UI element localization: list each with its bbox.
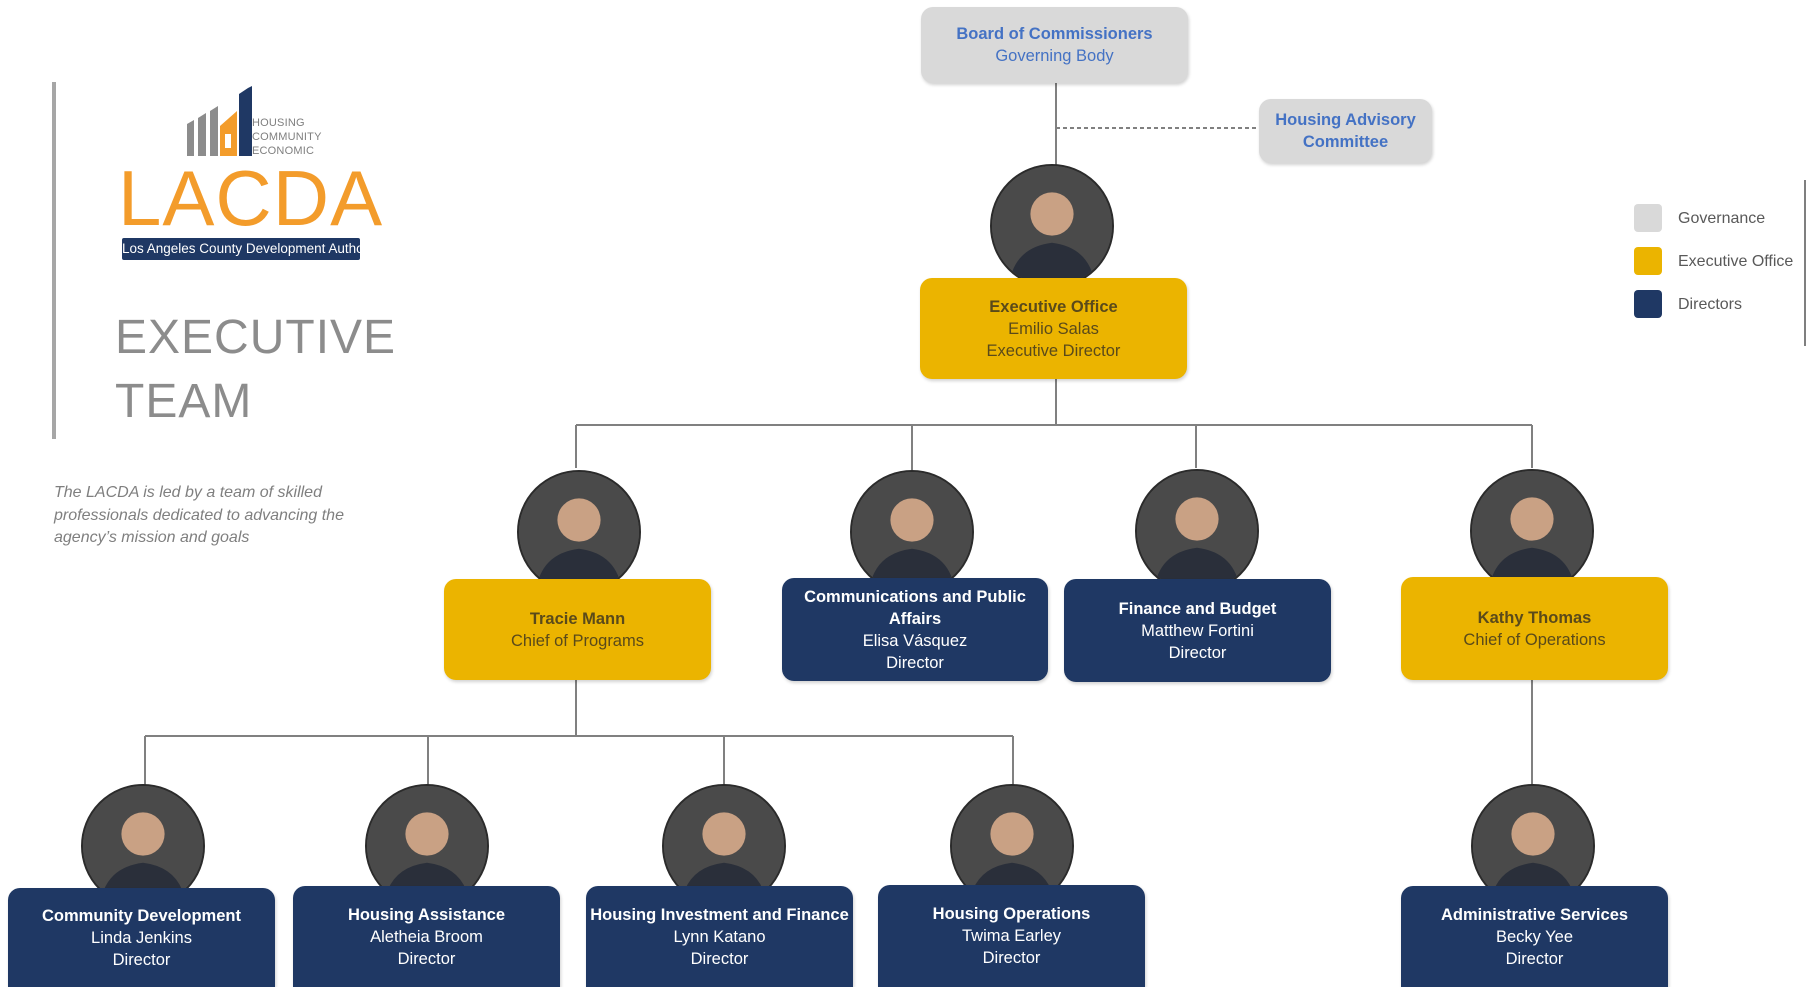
box-role: Director [1505, 949, 1564, 968]
logo-subtitle: HOUSING COMMUNITY ECONOMIC [252, 116, 322, 158]
finance-and-budget-box: Finance and Budget Matthew Fortini Direc… [1064, 579, 1331, 682]
box-name: Kathy Thomas [1477, 608, 1592, 627]
box-title: Communications and Public [804, 587, 1026, 606]
portrait-silhouette-icon [1472, 471, 1592, 591]
box-title: Administrative Services [1440, 905, 1629, 924]
tracie-mann-box: Tracie Mann Chief of Programs [444, 579, 711, 680]
box-role: Chief of Programs [511, 631, 644, 650]
box-name: Elisa Vásquez [862, 631, 968, 650]
box-line: Governing Body [995, 47, 1114, 65]
communications-public-affairs-box: Communications and Public Affairs Elisa … [782, 578, 1048, 681]
box-name: Aletheia Broom [370, 927, 483, 946]
box-title: Committee [1302, 133, 1389, 151]
box-title: Affairs [888, 609, 942, 628]
housing-operations-box: Housing Operations Twima Earley Director [878, 885, 1145, 987]
kathy-thomas-box: Kathy Thomas Chief of Operations [1401, 577, 1668, 680]
administrative-services-box: Administrative Services Becky Yee Direct… [1401, 886, 1668, 987]
box-title: Executive Office [989, 297, 1118, 316]
page-title: EXECUTIVE TEAM [115, 306, 396, 434]
box-role: Executive Director [986, 341, 1121, 360]
avatar-emilio-salas [990, 164, 1114, 288]
box-name: Becky Yee [1495, 927, 1574, 946]
legend-label: Executive Office [1678, 253, 1794, 270]
box-role: Director [982, 949, 1041, 967]
box-title: Housing Operations [932, 905, 1091, 923]
box-role: Director [397, 949, 456, 968]
housing-investment-finance-box: Housing Investment and Finance Lynn Kata… [586, 886, 853, 987]
right-edge-line [1804, 180, 1806, 346]
box-name: Linda Jenkins [91, 928, 192, 947]
portrait-silhouette-icon [1137, 471, 1257, 591]
legend-label: Governance [1678, 210, 1766, 227]
intro-text: The LACDA is led by a team of skilled pr… [54, 484, 344, 546]
box-role: Director [886, 653, 944, 672]
logo-subtitle-line: HOUSING [252, 117, 305, 129]
box-title: Finance and Budget [1118, 599, 1277, 618]
box-role: Director [112, 950, 171, 969]
executive-office-box: Executive Office Emilio Salas Executive … [920, 278, 1187, 379]
logo-subtitle-line: COMMUNITY [252, 131, 322, 143]
avatar-kathy-thomas [1470, 469, 1594, 593]
portrait-silhouette-icon [83, 786, 203, 906]
portrait-silhouette-icon [852, 472, 972, 592]
logo-tagline: Los Angeles County Development Authority [122, 238, 382, 260]
box-title: Board of Commissioners [956, 25, 1153, 43]
box-title: Housing Advisory [1275, 111, 1416, 129]
box-title: Housing Assistance [347, 905, 506, 924]
avatar-tracie-mann [517, 470, 641, 594]
box-name: Lynn Katano [673, 927, 766, 946]
box-role: Director [690, 949, 749, 968]
avatar-linda-jenkins [81, 784, 205, 908]
page-title-line: TEAM [115, 375, 253, 428]
legend-label: Directors [1678, 296, 1743, 313]
legend-swatch [1634, 204, 1662, 232]
side-accent-bar [52, 82, 56, 439]
box-title: Housing Investment and Finance [590, 905, 849, 924]
logo-subtitle-line: ECONOMIC [252, 145, 315, 157]
box-role: Director [1168, 643, 1227, 662]
box-name: Twima Earley [961, 927, 1062, 945]
community-development-box: Community Development Linda Jenkins Dire… [8, 888, 275, 987]
box-name: Tracie Mann [529, 609, 626, 628]
box-title: Community Development [42, 906, 241, 925]
legend-swatch [1634, 247, 1662, 275]
box-role: Chief of Operations [1463, 630, 1606, 649]
box-name: Matthew Fortini [1141, 621, 1254, 640]
board-of-commissioners-box: Board of Commissioners Governing Body [921, 7, 1188, 83]
housing-assistance-box: Housing Assistance Aletheia Broom Direct… [293, 886, 560, 987]
portrait-silhouette-icon [519, 472, 639, 592]
avatar-elisa-vasquez [850, 470, 974, 594]
page-title-line: EXECUTIVE [115, 311, 397, 364]
box-name: Emilio Salas [1008, 319, 1099, 338]
building-logo-icon [187, 86, 252, 156]
avatar-matthew-fortini [1135, 469, 1259, 593]
portrait-silhouette-icon [992, 166, 1112, 286]
logo-wordmark: LACDA [118, 154, 384, 242]
legend-swatch [1634, 290, 1662, 318]
housing-advisory-committee-box: Housing Advisory Committee [1259, 99, 1432, 163]
